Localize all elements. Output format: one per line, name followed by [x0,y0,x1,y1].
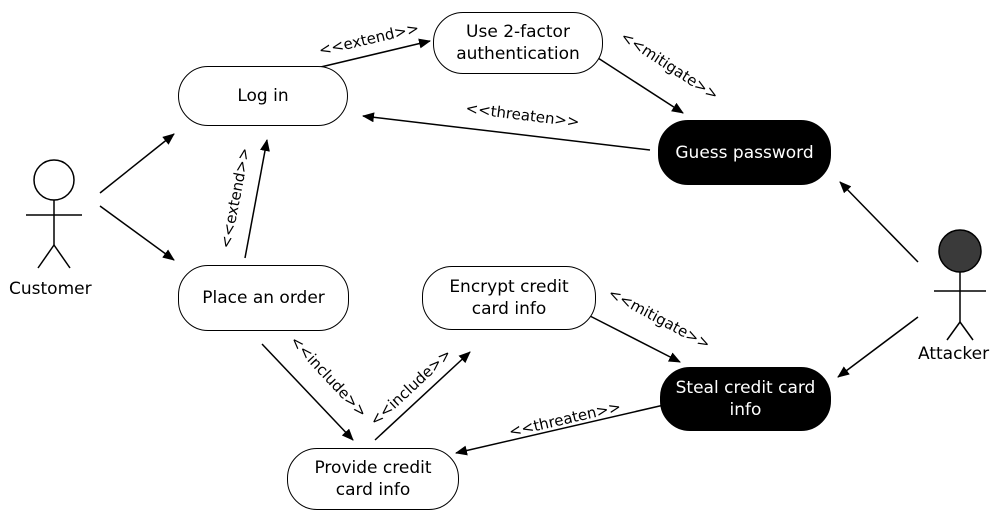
label-mitigate-2fa: <<mitigate>> [617,28,722,105]
use-case-steal-info: Steal credit card info [660,367,831,431]
attacker-label: Attacker [918,344,990,364]
use-case-use-2fa: Use 2-factor authentication [433,12,603,74]
edge-mitigate-encrypt [589,315,681,363]
edge-threaten-provide [455,404,665,456]
customer-actor-figure [26,159,82,269]
assoc-customer-login [99,133,175,194]
assoc-attacker-guess [839,181,919,263]
label-extend-order: <<extend>> [217,146,254,250]
label-include-provide: <<include>> [286,332,371,421]
use-case-guess-password: Guess password [658,120,831,185]
label-mitigate-encrypt: <<mitigate>> [605,284,713,353]
label-include-encrypt: <<include>> [366,345,455,430]
attacker-actor-figure [934,229,986,341]
customer-label: Customer [9,279,92,299]
edge-include-encrypt [374,351,471,441]
edge-threaten-login [362,112,651,151]
use-case-place-order: Place an order [178,265,349,331]
edge-extend-order [244,139,270,259]
edge-mitigate-2fa [597,57,684,114]
edge-include-provide [261,343,354,441]
use-case-provide-info: Provide credit card info [287,448,459,510]
use-case-encrypt-info: Encrypt credit card info [422,266,596,330]
assoc-attacker-steal [837,316,919,378]
use-case-log-in: Log in [178,66,348,126]
label-extend-2fa: <<extend>> [317,19,421,60]
assoc-customer-order [99,205,175,261]
label-threaten-login: <<threaten>> [465,99,581,131]
